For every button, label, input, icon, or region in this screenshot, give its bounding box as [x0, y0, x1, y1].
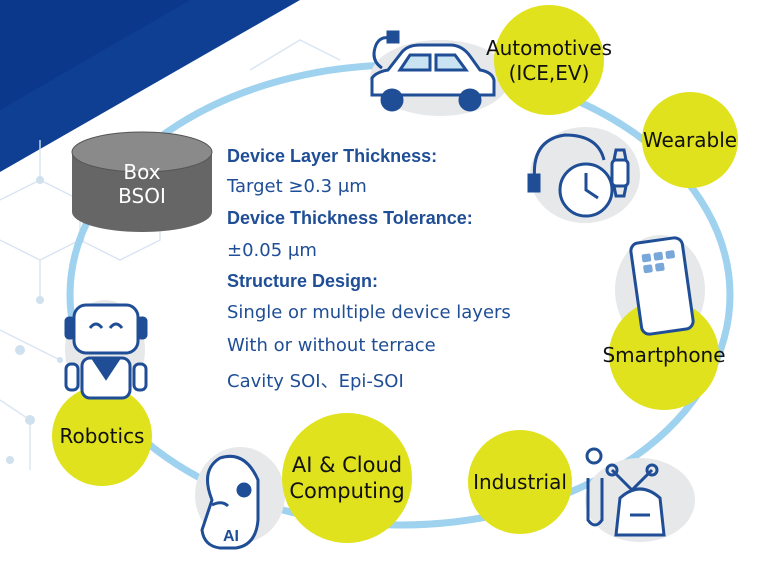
bsoi-line1: Box	[123, 160, 161, 184]
thickness-value: Target ≥0.3 μm	[227, 176, 367, 197]
smartphone-label: Smartphone	[602, 343, 726, 367]
robotics-bubble	[52, 386, 152, 486]
thickness-heading: Device Layer Thickness:	[227, 146, 438, 166]
application-bubbles	[52, 5, 738, 543]
automotives-line2: (ICE,EV)	[508, 61, 590, 85]
robot-arm-icon	[585, 447, 666, 537]
smartphone-icon	[629, 236, 695, 336]
wearable-label: Wearable	[642, 128, 738, 152]
wearable-bubble	[642, 92, 738, 188]
electric-car-icon	[370, 30, 496, 112]
bsoi-cylinder	[71, 131, 213, 232]
tolerance-value: ±0.05 μm	[227, 240, 317, 261]
ai-icon-text: AI	[223, 528, 239, 545]
ai-cloud-line2: Computing	[289, 479, 405, 503]
automotives-bubble	[494, 5, 604, 115]
structure-line: Single or multiple device layers	[227, 302, 511, 323]
ai-cloud-line1: AI & Cloud	[291, 453, 403, 477]
ai-head-icon	[200, 454, 260, 550]
bsoi-label: Box BSOI	[87, 160, 197, 208]
structure-heading: Structure Design:	[227, 271, 379, 291]
ai-cloud-label: AI & Cloud Computing	[282, 452, 412, 504]
robotics-label: Robotics	[59, 424, 145, 448]
smartwatch-icon	[527, 133, 630, 218]
structure-line: With or without terrace	[227, 335, 436, 356]
tolerance-heading: Device Thickness Tolerance:	[227, 208, 473, 228]
automotives-label: Automotives (ICE,EV)	[474, 36, 624, 86]
industrial-label: Industrial	[473, 470, 567, 494]
bsoi-line2: BSOI	[118, 184, 166, 208]
robot-icon	[64, 303, 148, 400]
industrial-bubble	[468, 430, 572, 534]
ai-cloud-bubble	[282, 413, 412, 543]
automotives-line1: Automotives	[485, 36, 613, 60]
structure-line: Cavity SOI、Epi-SOI	[227, 371, 404, 392]
